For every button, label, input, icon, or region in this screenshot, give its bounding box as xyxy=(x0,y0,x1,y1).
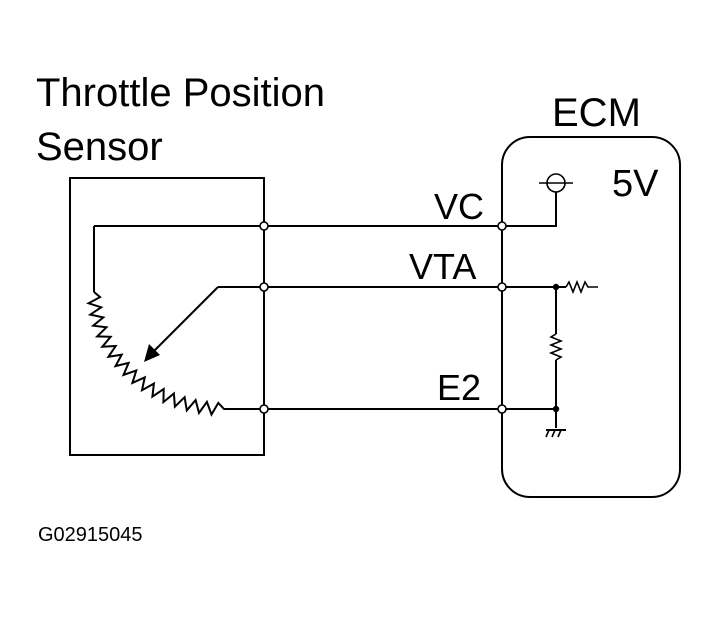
ground-symbol xyxy=(545,429,566,438)
pin-label-vc: VC xyxy=(434,186,484,227)
pin-label-vta: VTA xyxy=(409,246,476,287)
sensor-terminal-vta xyxy=(259,282,269,292)
potentiometer-resistive-track xyxy=(86,291,232,417)
ecm-terminal-vc xyxy=(497,221,507,231)
ecm-terminal-vta xyxy=(497,282,507,292)
ecm-supply-voltage-label: 5V xyxy=(612,163,659,205)
ecm-terminal-e2 xyxy=(497,404,507,414)
wire-vta xyxy=(144,279,598,362)
junction-e2-node xyxy=(552,405,560,413)
sensor-title-line1: Throttle Position xyxy=(36,71,325,115)
voltage-supply-symbol xyxy=(539,173,573,224)
pin-label-e2: E2 xyxy=(437,367,481,408)
sensor-terminal-vc xyxy=(259,221,269,231)
sensor-title-line2: Sensor xyxy=(36,125,163,169)
sensor-housing xyxy=(69,177,265,456)
sensor-terminal-e2 xyxy=(259,404,269,414)
vta-series-resistor xyxy=(565,279,598,295)
wire-e2 xyxy=(232,408,557,428)
ecm-title: ECM xyxy=(552,91,641,135)
wire-vc xyxy=(93,224,557,292)
junction-vta-node xyxy=(552,283,560,291)
figure-code: G02915045 xyxy=(38,524,143,546)
vta-pulldown-resistor xyxy=(548,287,564,409)
ecm-housing xyxy=(501,136,681,498)
wiper-arrow xyxy=(144,344,160,362)
